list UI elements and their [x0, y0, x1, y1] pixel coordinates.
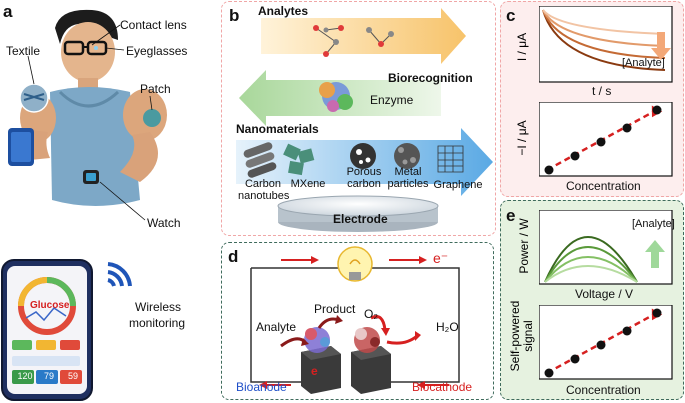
- panel-e-top-xlabel: Voltage / V: [575, 287, 634, 301]
- panel-a-letter: a: [3, 2, 13, 21]
- material-mxene: MXene: [290, 178, 326, 190]
- wireless-icon: [107, 262, 132, 287]
- phone-app-title: Glucose: [30, 300, 70, 311]
- panel-c-letter: c: [506, 6, 516, 25]
- panel-c-top-ylabel: I / μA: [515, 32, 529, 62]
- label-eyeglasses: Eyeglasses: [126, 44, 188, 58]
- panel-d-electron-label: e⁻: [433, 250, 449, 266]
- phone-stat-1: 120: [17, 371, 33, 381]
- label-biorecognition: Biorecognition: [388, 71, 473, 85]
- label-product: Product: [314, 302, 356, 316]
- panel-b-letter: b: [229, 6, 240, 25]
- label-enzyme: Enzyme: [370, 93, 414, 107]
- panel-c-current-concentration-plot: [539, 102, 673, 177]
- label-biocathode: Biocathode: [412, 380, 473, 394]
- label-h2o: H₂O: [436, 320, 459, 334]
- label-contact-lens: Contact lens: [120, 18, 187, 32]
- material-porous-carbon: Porous carbon: [346, 166, 382, 190]
- panel-c-bottom-xlabel: Concentration: [566, 179, 641, 193]
- panel-b-illustration: [236, 8, 493, 232]
- panel-d-biofuel-cell-illustration: [250, 246, 460, 394]
- material-carbon-nanotubes: Carbon nanotubes: [238, 178, 290, 202]
- panel-e-signal-concentration-plot: [539, 305, 673, 380]
- panel-d-letter: d: [228, 247, 239, 266]
- label-monitoring: monitoring: [129, 316, 186, 330]
- label-wireless: Wireless: [135, 300, 182, 314]
- panel-e-letter: e: [506, 206, 516, 225]
- label-nanomaterials: Nanomaterials: [236, 122, 319, 136]
- material-metal-particles: Metal particles: [387, 166, 429, 190]
- panel-e-power-voltage-plot: [539, 210, 673, 285]
- label-analytes: Analytes: [258, 4, 309, 18]
- label-watch: Watch: [147, 216, 181, 230]
- label-o2: O₂: [364, 307, 378, 321]
- panel-c-top-annotation: [Analyte]: [622, 57, 665, 69]
- panel-e-top-ylabel: Power / W: [517, 218, 531, 274]
- label-patch: Patch: [140, 82, 171, 96]
- phone-stat-2: 79: [43, 371, 54, 381]
- panel-c-top-xlabel: t / s: [592, 84, 612, 98]
- panel-d-electron-small: e: [311, 364, 318, 378]
- label-analyte: Analyte: [256, 320, 297, 334]
- label-bioanode: Bioanode: [236, 380, 287, 394]
- panel-b-frame: [221, 1, 496, 236]
- label-textile: Textile: [6, 44, 41, 58]
- label-electrode: Electrode: [333, 212, 388, 226]
- smartphone-illustration: [1, 259, 93, 401]
- material-graphene: Graphene: [433, 179, 483, 191]
- wearable-person-illustration: [8, 9, 167, 221]
- panel-c-bottom-ylabel: −I / μA: [515, 120, 529, 156]
- phone-stat-3: 59: [67, 371, 78, 381]
- panel-e-bottom-ylabel: Self-powered signal: [508, 300, 535, 372]
- panel-e-top-annotation: [Analyte]: [632, 218, 675, 230]
- panel-c-current-time-plot: [539, 6, 673, 83]
- panel-d-frame: [221, 242, 494, 400]
- panel-e-bottom-xlabel: Concentration: [566, 383, 641, 397]
